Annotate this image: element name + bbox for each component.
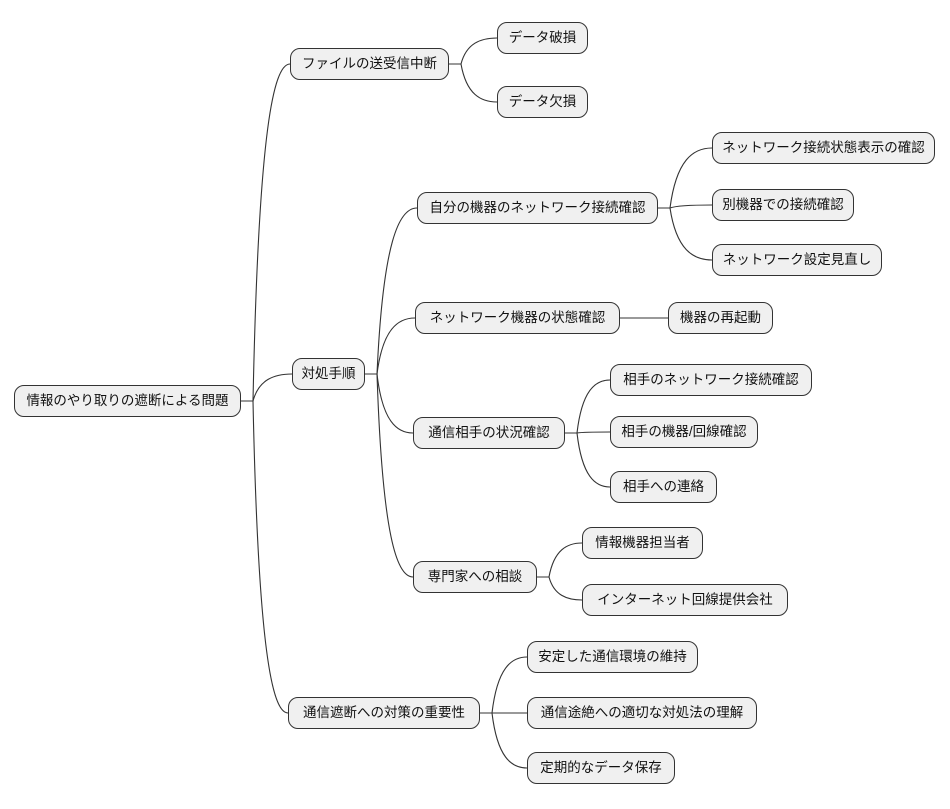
mindmap-edge <box>480 712 528 769</box>
mindmap-edge <box>365 373 414 578</box>
mindmap-node: ファイルの送受信中断 <box>290 48 449 80</box>
mindmap-node: インターネット回線提供会社 <box>582 584 788 616</box>
mindmap-edge <box>365 317 416 375</box>
mindmap-root-node: 情報のやり取りの遮断による問題 <box>14 385 241 417</box>
mindmap-edge <box>537 542 583 578</box>
mindmap-node: データ欠損 <box>497 86 588 118</box>
mindmap-edge <box>241 63 291 402</box>
mindmap-node: 機器の再起動 <box>668 302 773 334</box>
mindmap-edge <box>565 432 611 488</box>
mindmap-node: 相手の機器/回線確認 <box>610 416 758 448</box>
mindmap-edge <box>658 207 713 261</box>
mindmap-node: 相手への連絡 <box>610 471 717 503</box>
mindmap-node: ネットワーク接続状態表示の確認 <box>712 132 935 164</box>
mindmap-edge <box>365 207 418 375</box>
mindmap-node: ネットワーク設定見直し <box>712 244 882 276</box>
mindmap-node: 別機器での接続確認 <box>712 189 854 221</box>
mindmap-node: 対処手順 <box>292 358 365 390</box>
mindmap-node: 相手のネットワーク接続確認 <box>610 364 812 396</box>
mindmap-node: 通信途絶への適切な対処法の理解 <box>527 697 757 729</box>
mindmap-node: データ破損 <box>497 22 588 54</box>
mindmap-edge <box>365 373 414 434</box>
mindmap-edge <box>658 147 713 209</box>
mindmap-edge <box>241 400 289 714</box>
mindmap-edge <box>241 373 293 402</box>
mindmap-edge <box>480 656 528 714</box>
mindmap-node: 情報機器担当者 <box>582 527 703 559</box>
mindmap-node: ネットワーク機器の状態確認 <box>415 302 620 334</box>
mindmap-node: 自分の機器のネットワーク接続確認 <box>417 192 658 224</box>
mindmap-node: 安定した通信環境の維持 <box>527 641 698 673</box>
mindmap-edge <box>449 63 498 103</box>
mindmap-node: 専門家への相談 <box>413 561 537 593</box>
mindmap-edge <box>537 576 583 601</box>
mindmap-edge <box>565 379 611 434</box>
mindmap-node: 通信遮断への対策の重要性 <box>288 697 480 729</box>
mindmap-edge <box>449 37 498 65</box>
mindmap-node: 通信相手の状況確認 <box>413 417 565 449</box>
mindmap-node: 定期的なデータ保存 <box>527 752 675 784</box>
